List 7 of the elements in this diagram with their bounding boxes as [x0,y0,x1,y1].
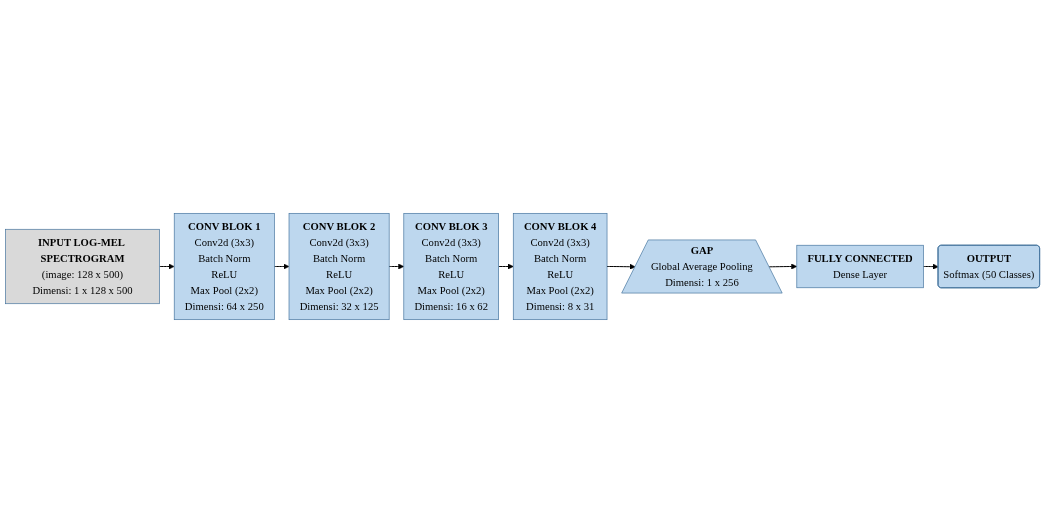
node-box: CONV BLOK 3 Conv2d (3x3) Batch Norm ReLU Max Pool (2x2) Dimensi: 16 x 62 [403,212,499,320]
arrow [606,263,636,270]
node-box: FULLY CONNECTED Dense Layer [796,244,924,288]
node-box: CONV BLOK 2 Conv2d (3x3) Batch Norm ReLU Max Pool (2x2) Dimensi: 32 x 125 [288,212,390,320]
node-box: CONV BLOK 4 Conv2d (3x3) Batch Norm ReLU Max Pool (2x2) Dimensi: 8 x 31 [512,212,608,320]
node-box: INPUT LOG-MEL SPECTROGRAM (image: 128 x 500) Dimensi: 1 x 128 x 500 [5,228,160,304]
node-box: CONV BLOK 1 Conv2d (3x3) Batch Norm ReLU Max Pool (2x2) Dimensi: 64 x 250 [173,212,275,320]
